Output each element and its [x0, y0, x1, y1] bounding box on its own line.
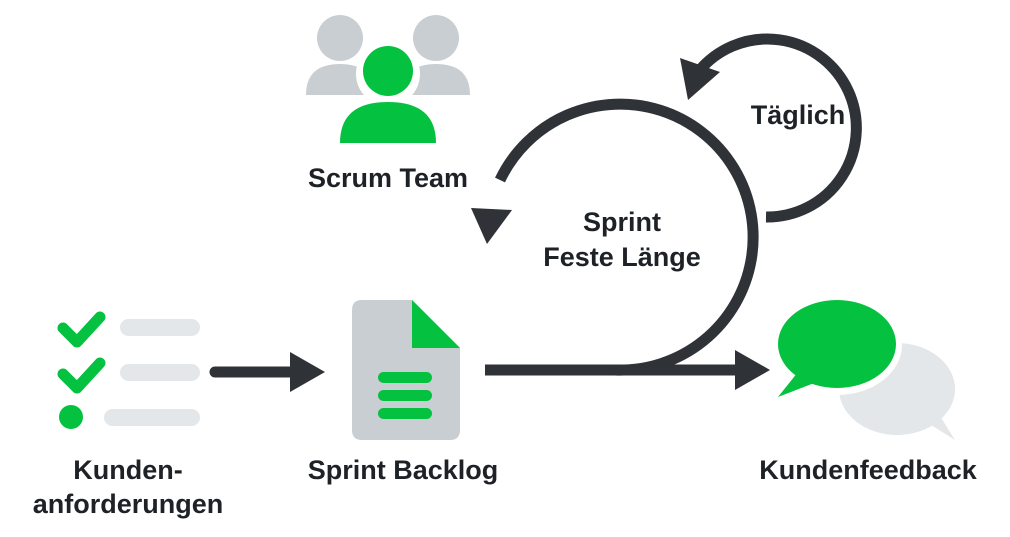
sprint-label: Sprint — [583, 207, 661, 237]
speech-bubble-front — [772, 295, 902, 397]
feedback-label: Kundenfeedback — [759, 455, 978, 485]
bullet-dot-icon — [59, 405, 83, 429]
team-member-center — [335, 42, 441, 148]
checklist-line — [120, 364, 200, 381]
checkmark-icon — [57, 311, 106, 348]
document-line — [378, 408, 432, 419]
feedback-arrowhead — [735, 350, 770, 390]
sprint-backlog-label: Sprint Backlog — [308, 455, 499, 485]
backlog-arrow — [209, 352, 325, 392]
sprint-cycle-arrow — [471, 98, 759, 376]
speech-bubbles-icon — [772, 295, 955, 440]
document-line — [378, 372, 432, 383]
document-fold — [412, 300, 460, 348]
sprint-arrowhead — [471, 208, 512, 244]
daily-cycle-arrow — [680, 33, 862, 223]
sprint-length-label: Feste Länge — [543, 242, 701, 272]
team-icon — [306, 15, 470, 148]
requirements-label: Kunden- — [73, 455, 182, 485]
checklist-icon — [57, 311, 200, 429]
checklist-line — [104, 409, 200, 426]
requirements-label-line2: anforderungen — [33, 489, 224, 519]
daily-arrowhead — [680, 58, 720, 100]
scrum-team-label: Scrum Team — [308, 163, 468, 193]
document-line — [378, 390, 432, 401]
feedback-arrow — [612, 350, 770, 390]
document-icon — [352, 300, 460, 440]
daily-label: Täglich — [751, 100, 846, 130]
checkmark-icon — [57, 357, 106, 394]
backlog-arrowhead — [290, 352, 325, 392]
checklist-line — [120, 319, 200, 336]
